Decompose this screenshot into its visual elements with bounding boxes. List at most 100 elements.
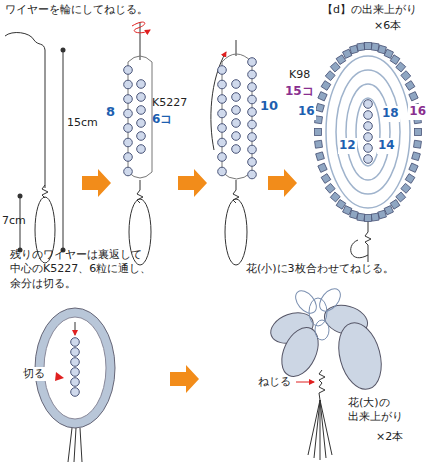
square-bead [409,92,418,101]
dimension-dot [18,194,23,199]
square-bead [365,43,372,50]
square-bead [365,215,372,222]
square-bead [325,183,335,193]
bead [218,109,227,118]
bead-count: 8 [106,104,115,121]
square-bead [396,192,406,202]
instruction-note: 花(小)に3枚合わせてねじる。 [246,262,394,276]
bead [71,388,80,397]
square-bead [409,163,418,172]
bead [137,93,146,102]
bead [364,133,373,142]
square-bead [315,140,323,148]
bead [124,95,133,104]
bead [248,120,257,129]
square-bead [318,163,327,172]
bead-count: 16 [297,104,316,120]
bead [248,133,257,142]
bead [137,132,146,141]
twist [319,370,325,400]
square-bead [405,81,415,91]
result-count: ×6本 [374,19,401,33]
square-bead [412,152,421,161]
bead [71,348,80,357]
cut-mark [55,372,64,381]
bead [248,170,257,179]
square-bead [343,206,352,215]
square-bead [316,103,325,112]
bead-code: K98 [289,68,310,82]
step-arrows [82,169,297,393]
bead [218,66,227,75]
instruction-note: 残りのワイヤーは裏返して 中心のK5227、6粒に通し、 余分は切る。 [10,248,188,291]
square-bead [330,62,340,72]
bead [124,109,133,118]
square-bead [336,200,346,210]
bead [124,138,133,147]
bead [218,124,227,133]
bead [248,58,257,67]
bead [124,167,133,176]
bead-count: 18 [381,106,400,122]
wire [351,240,368,258]
small-flower-loops [292,285,345,340]
square-bead [325,71,335,81]
twist [42,185,48,198]
bead [218,153,227,162]
bead [71,378,80,387]
twist-arrow [132,22,150,33]
bead [232,106,241,115]
thread-arrow [75,322,76,335]
bead [137,80,146,89]
bead [364,111,373,120]
bead [248,70,257,79]
bead [232,93,241,102]
square-bead [357,213,365,221]
wire-loop [225,199,247,265]
bead [124,153,133,162]
square-bead [390,55,400,65]
square-bead [414,140,422,148]
bead [71,368,80,377]
bead [137,119,146,128]
bead [137,145,146,154]
result-label: 【d】の出来上がり [322,3,417,17]
dimension-dot [61,48,66,53]
wire [222,54,252,179]
twist-label: ねじる [258,375,291,389]
bead [364,122,373,131]
bead-count: 12 [338,138,357,154]
bead-count: 15コ [285,84,314,100]
bead [248,83,257,92]
square-bead [321,174,331,184]
bead [364,155,373,164]
bead [124,80,133,89]
bead [218,167,227,176]
bead [248,158,257,167]
dimension-line [63,50,64,250]
twist-pointer [296,382,314,383]
bead [248,95,257,104]
square-bead [321,81,331,91]
bead-count: 6コ [152,112,172,128]
square-bead [371,213,379,221]
square-bead [318,92,327,101]
instruction-note: ワイヤーを輪にしてねじる。 [5,3,148,17]
beads [71,43,422,397]
dimension-label: 15cm [67,116,98,130]
bead [232,145,241,154]
bead [364,144,373,153]
dimension-label: 7cm [2,214,26,228]
bead-code: K5227 [152,96,187,110]
wire [5,33,45,188]
square-bead [415,129,422,136]
square-bead [330,192,340,202]
petal-back [35,308,115,428]
bead [71,358,80,367]
wire-rings [326,56,410,208]
wire-tail [68,428,82,462]
bead [232,80,241,89]
bead [218,138,227,147]
bead [248,145,257,154]
